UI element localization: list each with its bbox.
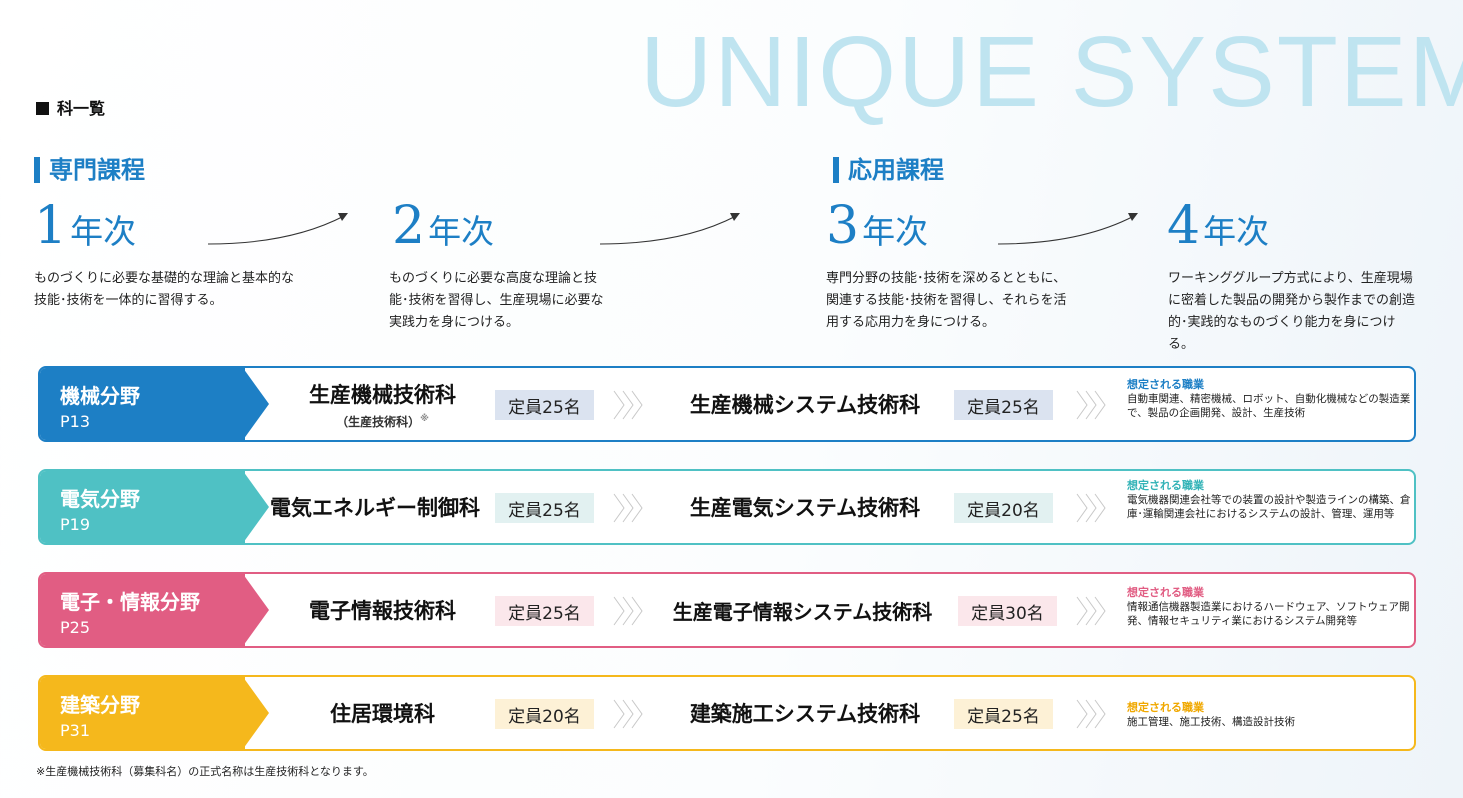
year-suffix: 年次 — [70, 212, 137, 251]
dept-official-name: （生産技術科） — [336, 414, 421, 429]
year-4-description: ワーキンググループ方式により、生産現場に密着した製品の開発から製作までの創造的･… — [1168, 271, 1416, 352]
dept-year12-name: 電気エネルギー制御科 — [270, 496, 480, 520]
bar-icon — [34, 157, 40, 183]
dept-year34-name: 生産電気システム技術科 — [689, 496, 921, 520]
year-4: 4年次 — [1167, 200, 1269, 252]
capacity-badge: 定員25名 — [495, 596, 594, 626]
chevron-right-icon — [613, 390, 643, 420]
dept-year12-name: 生産機械技術科 — [309, 382, 456, 407]
field-page-ref: P13 — [60, 412, 91, 431]
capacity-badge: 定員25名 — [954, 390, 1053, 420]
chevron-right-icon — [613, 493, 643, 523]
dept-year12: 電気エネルギー制御科 — [255, 471, 495, 543]
field-arrow-tip-icon — [243, 574, 269, 646]
year-1: 1年次 — [34, 200, 136, 252]
expected-jobs-title: 想定される職業 — [1127, 586, 1204, 599]
bar-icon — [833, 157, 839, 183]
year-3: 3年次 — [826, 200, 928, 252]
field-row-mechanical: 機械分野 P13 生産機械技術科 （生産技術科）※ 定員25名 生産機械システム… — [38, 366, 1416, 442]
dept-year34-name: 建築施工システム技術科 — [689, 702, 921, 726]
field-row-electrical: 電気分野 P19 電気エネルギー制御科 定員25名 生産電気システム技術科 定員… — [38, 469, 1416, 545]
year-number: 2 — [392, 196, 426, 256]
field-name: 機械分野 — [60, 384, 140, 408]
expected-jobs-text: 自動車関連、精密機械、ロボット、自動化機械などの製造業で、製品の企画開発、設計、… — [1127, 393, 1411, 419]
chevron-right-icon — [613, 596, 643, 626]
expected-jobs: 想定される職業 自動車関連、精密機械、ロボット、自動化機械などの製造業で、製品の… — [1127, 376, 1413, 420]
dept-year12-name: 電子情報技術科 — [309, 599, 456, 623]
field-row-architecture: 建築分野 P31 住居環境科 定員20名 建築施工システム技術科 定員25名 想… — [38, 675, 1416, 751]
year-suffix: 年次 — [428, 212, 495, 251]
expected-jobs-text: 施工管理、施工技術、構造設計技術 — [1127, 716, 1295, 728]
course-heading-specialist-label: 専門課程 — [49, 156, 145, 184]
year-2-description: ものづくりに必要な高度な理論と技能･技術を習得し、生産現場に必要な実践力を身につ… — [389, 271, 604, 330]
expected-jobs-title: 想定される職業 — [1127, 701, 1204, 714]
field-arrow-tip-icon — [243, 677, 269, 749]
field-arrow-tip-icon — [243, 368, 269, 440]
hero-title: UNIQUE SYSTEM — [640, 16, 1463, 128]
capacity-badge: 定員25名 — [954, 699, 1053, 729]
expected-jobs: 想定される職業 情報通信機器製造業におけるハードウェア、ソフトウェア開発、情報セ… — [1127, 584, 1413, 628]
dept-year12: 生産機械技術科 （生産技術科）※ — [270, 368, 495, 440]
progress-arrow-icon — [997, 213, 1138, 245]
dept-year12-name: 住居環境科 — [330, 702, 435, 726]
field-name: 電子・情報分野 — [60, 590, 200, 614]
field-page-ref: P25 — [60, 618, 91, 637]
year-suffix: 年次 — [862, 212, 929, 251]
dept-year12: 住居環境科 — [270, 677, 495, 749]
dept-year34-name: 生産機械システム技術科 — [689, 393, 921, 417]
field-name: 建築分野 — [60, 693, 140, 717]
capacity-badge: 定員25名 — [495, 493, 594, 523]
year-number: 3 — [826, 196, 860, 256]
expected-jobs-title: 想定される職業 — [1127, 378, 1204, 391]
chevron-right-icon — [1076, 699, 1106, 729]
dept-year34: 生産電気システム技術科 — [660, 471, 950, 543]
field-label-block[interactable]: 機械分野 P13 — [40, 368, 245, 440]
capacity-badge: 定員30名 — [958, 596, 1057, 626]
dept-year12-subname: （生産技術科）※ — [270, 413, 495, 430]
chevron-right-icon — [1076, 596, 1106, 626]
page-heading: 科一覧 — [36, 95, 105, 119]
dept-year34: 建築施工システム技術科 — [660, 677, 950, 749]
field-label-block[interactable]: 建築分野 P31 — [40, 677, 245, 749]
year-2: 2年次 — [392, 200, 494, 252]
dept-year34-name: 生産電子情報システム技術科 — [672, 599, 933, 624]
capacity-badge: 定員20名 — [495, 699, 594, 729]
course-heading-specialist: 専門課程 — [34, 150, 145, 185]
year-number: 4 — [1167, 196, 1201, 256]
field-page-ref: P19 — [60, 515, 91, 534]
field-label-block[interactable]: 電子・情報分野 P25 — [40, 574, 245, 646]
year-suffix: 年次 — [1203, 212, 1270, 251]
field-label-block[interactable]: 電気分野 P19 — [40, 471, 245, 543]
chevron-right-icon — [1076, 493, 1106, 523]
expected-jobs-text: 情報通信機器製造業におけるハードウェア、ソフトウェア開発、情報セキュリティ業にお… — [1127, 601, 1410, 627]
capacity-badge: 定員20名 — [954, 493, 1053, 523]
expected-jobs: 想定される職業 施工管理、施工技術、構造設計技術 — [1127, 699, 1413, 729]
course-heading-applied: 応用課程 — [833, 150, 944, 185]
field-arrow-tip-icon — [243, 471, 269, 543]
dept-year34: 生産電子情報システム技術科 — [650, 574, 955, 646]
page-heading-label: 科一覧 — [57, 99, 106, 118]
year-number: 1 — [34, 196, 68, 256]
capacity-badge: 定員25名 — [495, 390, 594, 420]
chevron-right-icon — [1076, 390, 1106, 420]
expected-jobs-title: 想定される職業 — [1127, 479, 1204, 492]
dept-year12: 電子情報技術科 — [270, 574, 495, 646]
year-3-description: 専門分野の技能･技術を深めるとともに、関連する技能･技術を習得し、それらを活用す… — [826, 271, 1067, 330]
field-row-electronics-info: 電子・情報分野 P25 電子情報技術科 定員25名 生産電子情報システム技術科 … — [38, 572, 1416, 648]
chevron-right-icon — [613, 699, 643, 729]
course-heading-applied-label: 応用課程 — [848, 156, 944, 184]
expected-jobs: 想定される職業 電気機器関連会社等での装置の設計や製造ラインの構築、倉庫･運輸関… — [1127, 477, 1413, 521]
field-page-ref: P31 — [60, 721, 91, 740]
progress-arrow-icon — [207, 213, 348, 245]
field-name: 電気分野 — [60, 487, 140, 511]
square-bullet-icon — [36, 102, 49, 115]
year-1-description: ものづくりに必要な基礎的な理論と基本的な技能･技術を一体的に習得する。 — [34, 271, 295, 308]
footnote: ※生産機械技術科（募集科名）の正式名称は生産技術科となります。 — [36, 765, 374, 778]
progress-arrow-icon — [599, 213, 740, 245]
note-mark: ※ — [420, 413, 429, 424]
expected-jobs-text: 電気機器関連会社等での装置の設計や製造ラインの構築、倉庫･運輸関連会社におけるシ… — [1127, 494, 1411, 520]
dept-year34: 生産機械システム技術科 — [660, 368, 950, 440]
